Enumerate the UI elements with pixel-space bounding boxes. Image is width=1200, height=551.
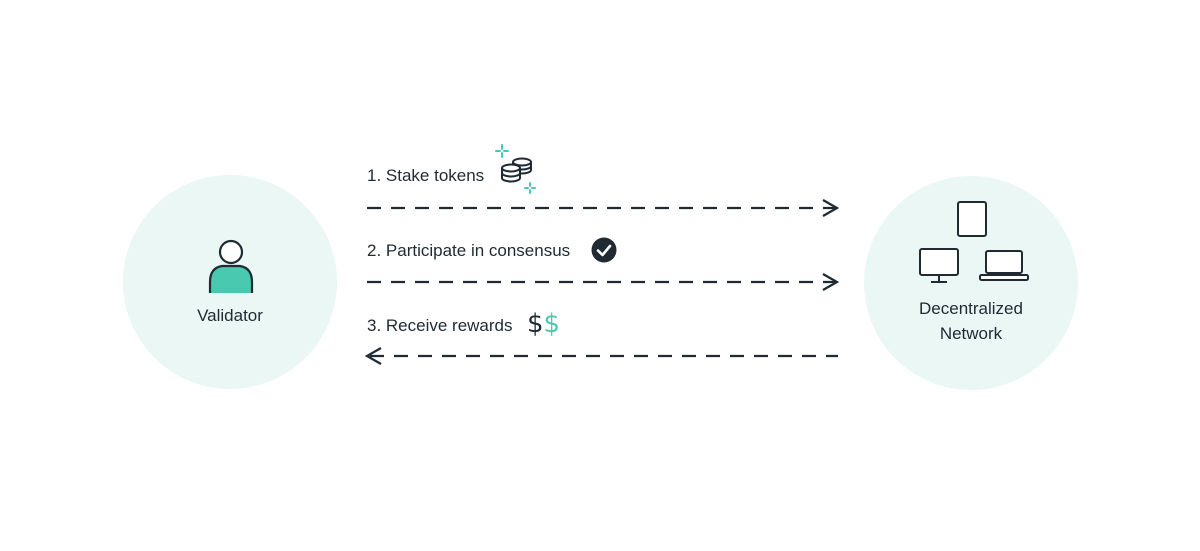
person-icon [208, 239, 254, 293]
dollar-sign-dark: $ [527, 309, 544, 339]
dollar-sign-accent: $ [543, 309, 561, 339]
network-node: Decentralized Network [864, 176, 1078, 390]
tablet-icon [957, 201, 987, 237]
validator-label: Validator [197, 306, 263, 325]
network-label-line1: Decentralized [919, 299, 1023, 318]
coins-icon [495, 144, 536, 194]
step-3-arrow [364, 347, 838, 365]
step-1-arrow [367, 199, 840, 217]
check-circle-icon [591, 237, 617, 263]
dollar-signs-icon: $$ [527, 309, 560, 339]
laptop-icon [979, 250, 1029, 281]
network-label: Decentralized Network [864, 296, 1078, 346]
step-2-label: 2. Participate in consensus [367, 241, 571, 260]
step-2-arrow [367, 273, 840, 291]
desktop-monitor-icon [919, 248, 959, 283]
validator-node: Validator [123, 175, 337, 389]
network-label-line2: Network [939, 324, 1003, 343]
step-1-label: 1. Stake tokens [367, 166, 485, 185]
step-3-label: 3. Receive rewards [367, 316, 513, 335]
